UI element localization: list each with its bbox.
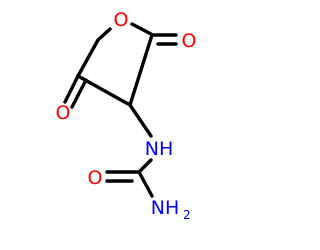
bond-ketone-carbonyl-1 (63, 74, 80, 104)
bond-ketone-carbon-ch2 (76, 38, 100, 78)
ring-oxygen-label: O (114, 9, 129, 31)
amine-subscript: 2 (183, 208, 191, 222)
bond-ketone-carbonyl-2 (70, 78, 88, 109)
lactone-carbonyl-oxygen-label: O (182, 30, 197, 52)
bond-ch2-ring-oxygen (96, 27, 112, 42)
amine-label: NH (151, 197, 180, 219)
amine-group: NH 2 (151, 197, 191, 222)
bond-nitrogen-urea-carbon (137, 158, 153, 174)
bond-urea-carbon-amine (137, 170, 154, 198)
bond-lines (63, 22, 178, 198)
molecule-structure: O O O NH O NH 2 (56, 9, 197, 222)
bond-ring-oxygen-lactone-carbon (130, 22, 153, 36)
urea-oxygen-label: O (88, 167, 103, 189)
bond-lactone-carbon-alpha-carbon (128, 33, 154, 107)
ketone-oxygen-label: O (56, 102, 71, 124)
amide-nitrogen-label: NH (145, 138, 174, 160)
bond-alpha-carbon-nitrogen (128, 103, 153, 138)
